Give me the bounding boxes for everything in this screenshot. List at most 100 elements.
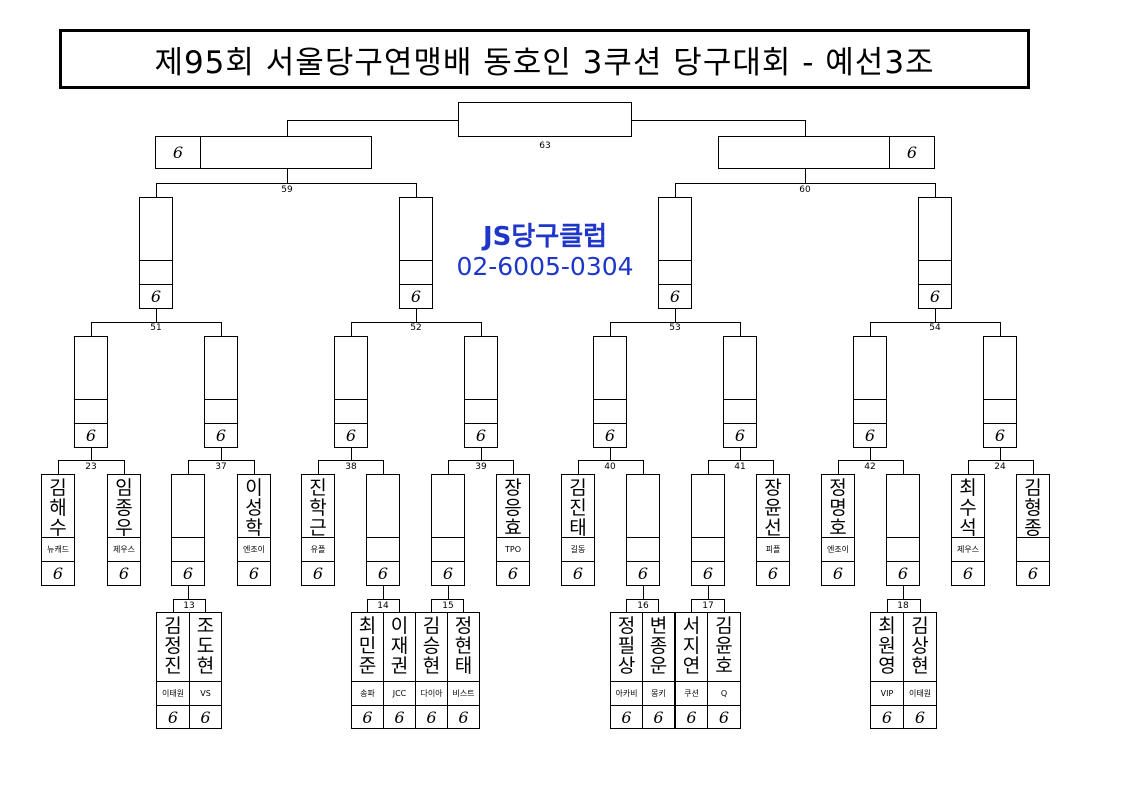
bracket-connector [173, 586, 206, 613]
score-cell: 6 [854, 423, 886, 447]
club-cell [887, 537, 919, 561]
player-slot: 6 [658, 197, 692, 309]
score-cell: 6 [984, 423, 1016, 447]
player-slot: 6 [204, 336, 238, 448]
club-cell [627, 537, 659, 561]
match-number: 54 [929, 323, 941, 333]
match-number: 60 [799, 185, 811, 195]
player-slot: 6 [983, 336, 1017, 448]
player-slot: 6 [464, 336, 498, 448]
match-number: 41 [734, 462, 746, 472]
bracket-connector [887, 586, 921, 613]
match-number: 17 [702, 601, 714, 611]
club-cell [205, 399, 237, 423]
bracket-connector [318, 448, 384, 475]
match-number: 42 [864, 462, 876, 472]
bracket-connector [91, 309, 222, 337]
club-cell [659, 260, 691, 284]
score-cell: 6 [871, 705, 903, 728]
score-cell: 6 [1017, 561, 1049, 585]
club-cell [172, 537, 204, 561]
club-cell: 비스트 [448, 681, 479, 705]
bracket-connector [691, 586, 725, 613]
match-number: 53 [669, 323, 681, 333]
score-cell: 6 [384, 705, 415, 728]
bracket-connector [626, 586, 659, 613]
score-cell: 6 [659, 284, 691, 308]
player-slot: 6 [918, 197, 952, 309]
score-cell: 6 [140, 284, 172, 308]
match-number: 59 [281, 185, 293, 195]
semifinal-right-box: 6 [718, 136, 935, 169]
score-cell: 6 [708, 705, 740, 728]
score-cell: 6 [952, 561, 984, 585]
club-cell [594, 399, 626, 423]
player-slot: 6 [431, 474, 465, 586]
score-cell: 6 [757, 561, 789, 585]
club-cell [367, 537, 399, 561]
club-cell: Q [708, 681, 740, 705]
score-cell: 6 [432, 561, 464, 585]
player-slot: 6 [366, 474, 400, 586]
club-cell [335, 399, 367, 423]
bracket-connector [156, 169, 417, 198]
club-cell: 아카비 [611, 681, 642, 705]
score-cell: 6 [562, 561, 594, 585]
score-cell: 6 [335, 423, 367, 447]
sponsor-block: JS당구클럽 02-6005-0304 [440, 222, 650, 282]
club-cell [984, 399, 1016, 423]
club-cell: 다이아 [416, 681, 447, 705]
player-slot: 6 [723, 336, 757, 448]
club-cell: 뉴캐드 [42, 537, 74, 561]
score-cell: 6 [676, 705, 707, 728]
bracket-connector [578, 448, 644, 475]
match-number: 15 [442, 601, 454, 611]
club-cell: 송파 [352, 681, 383, 705]
club-cell: 이태원 [157, 681, 189, 705]
club-cell [465, 399, 497, 423]
final-winner-box [458, 102, 632, 137]
bracket-connector [58, 448, 125, 475]
club-cell: 몽키 [643, 681, 674, 705]
club-cell: JCC [384, 681, 415, 705]
score-cell: 6 [889, 137, 934, 168]
bracket-connector [968, 448, 1034, 475]
score-cell: 6 [919, 284, 951, 308]
score-cell: 6 [367, 561, 399, 585]
match-number: 24 [994, 462, 1006, 472]
player-slot: 6 [139, 197, 173, 309]
score-cell: 6 [352, 705, 383, 728]
club-cell [724, 399, 756, 423]
match-number: 16 [637, 601, 649, 611]
score-cell: 6 [157, 705, 189, 728]
bracket-connector [708, 448, 774, 475]
score-cell: 6 [822, 561, 854, 585]
score-cell: 6 [594, 423, 626, 447]
player-slot: 6 [399, 197, 433, 309]
match-number: 13 [183, 601, 195, 611]
